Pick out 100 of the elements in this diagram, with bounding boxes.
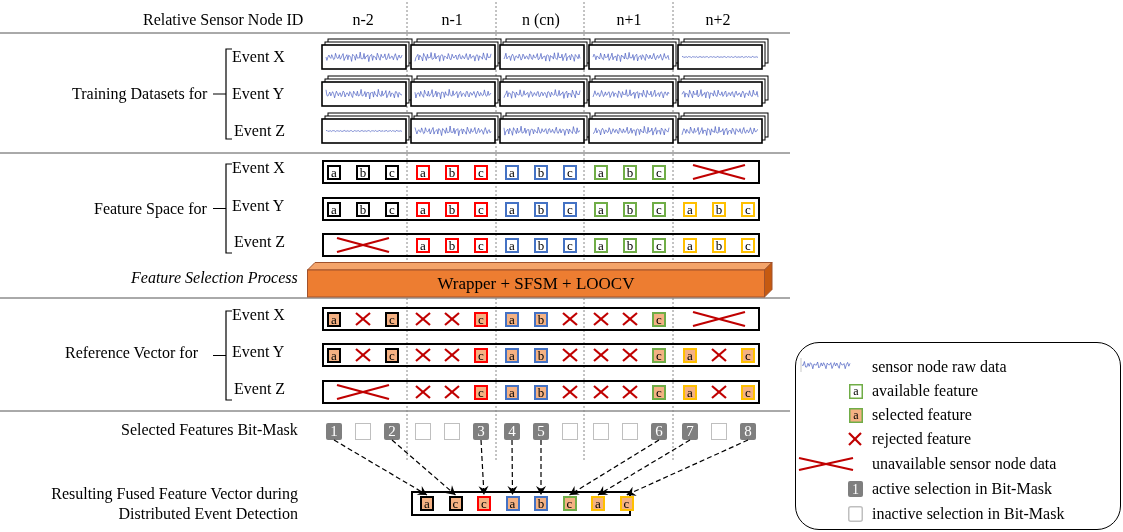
feature-vector-row: [322, 197, 760, 221]
event-label: Event Y: [232, 197, 285, 215]
feature-box: b: [445, 201, 459, 217]
feature-vector-row: [322, 343, 760, 367]
selected-feature-box: a: [505, 384, 519, 400]
feature-vector-row: [322, 160, 760, 184]
feature-box: c: [652, 201, 666, 217]
feature-box: a: [594, 164, 608, 180]
selected-feature-box: c: [652, 311, 666, 327]
feature-box: b: [534, 201, 548, 217]
feature-box: c: [385, 164, 399, 180]
event-label: Event Z: [234, 233, 286, 251]
selected-feature-box: a: [505, 311, 519, 327]
feature-box: a: [683, 237, 697, 253]
selected-feature-box: c: [741, 384, 755, 400]
selected-feature-box: c: [652, 347, 666, 363]
selected-feature-box: b: [534, 384, 548, 400]
inactive-mask-bit: [711, 423, 727, 440]
inactive-mask-bit: [415, 423, 431, 440]
selected-feature-box: a: [505, 496, 520, 511]
feature-box: a: [505, 164, 519, 180]
arrow: [507, 439, 518, 496]
arrow: [391, 439, 457, 496]
inactive-mask-bit: [562, 423, 578, 440]
feature-box: b: [623, 201, 637, 217]
feature-box: c: [474, 237, 488, 253]
active-mask-bit: 5: [533, 423, 549, 440]
column-header: n+2: [705, 11, 731, 29]
feature-box: c: [474, 201, 488, 217]
event-label: Event Z: [234, 122, 286, 140]
event-label: Event X: [232, 48, 285, 66]
event-label: Event X: [232, 159, 285, 177]
selected-feature-box: b: [534, 347, 548, 363]
arrow: [568, 439, 660, 496]
event-label: Event X: [232, 306, 285, 324]
row-label: Resulting Fused Feature Vector during Distributed Event Detection: [50, 484, 298, 524]
event-label: Event Z: [234, 380, 286, 398]
feature-box: b: [534, 237, 548, 253]
feature-box: b: [534, 164, 548, 180]
feature-box: c: [741, 237, 755, 253]
legend-label: active selection in Bit-Mask: [872, 479, 1052, 499]
selected-feature-box: c: [562, 496, 577, 511]
feature-box: b: [712, 237, 726, 253]
selected-feature-box: c: [474, 311, 488, 327]
feature-box: b: [445, 164, 459, 180]
feature-box: c: [385, 201, 399, 217]
feature-box: c: [474, 164, 488, 180]
active-mask-bit: 3: [473, 423, 489, 440]
row-label: Selected Features Bit-Mask: [121, 421, 298, 439]
column-header: n+1: [616, 11, 642, 29]
selected-feature-box: a: [420, 496, 434, 511]
feature-vector-row: [322, 307, 760, 331]
selected-feature-box: a: [327, 347, 341, 363]
feature-box: a: [594, 201, 608, 217]
feature-box: a: [416, 237, 430, 253]
selected-feature-box: c: [619, 496, 634, 511]
feature-box: c: [652, 164, 666, 180]
inactive-mask-bit: [622, 423, 638, 440]
selected-feature-box: a: [505, 347, 519, 363]
active-mask-bit: 4: [504, 423, 520, 440]
selected-feature-box: b: [534, 311, 548, 327]
arrow: [625, 439, 749, 496]
column-header: n (cn): [522, 11, 560, 29]
feature-box: a: [594, 237, 608, 253]
feature-vector-row: [322, 233, 760, 257]
feature-vector-row: [322, 380, 760, 404]
inactive-mask-bit: [355, 423, 371, 440]
feature-box: b: [712, 201, 726, 217]
feature-box: b: [623, 237, 637, 253]
row-label: Training Datasets for: [72, 85, 208, 103]
arrow: [478, 439, 489, 496]
feature-box: c: [563, 164, 577, 180]
event-label: Event Y: [232, 85, 285, 103]
feature-box: c: [563, 201, 577, 217]
legend-label: rejected feature: [872, 429, 972, 449]
feature-box: b: [356, 201, 370, 217]
fused-vector-row: [411, 491, 631, 516]
feature-box: b: [445, 237, 459, 253]
selected-feature-box: b: [534, 496, 548, 511]
active-mask-bit: 1: [326, 423, 342, 440]
feature-box: a: [327, 164, 341, 180]
selected-feature-box: a: [591, 496, 605, 511]
column-header: n-2: [352, 11, 374, 29]
legend-label: available feature: [872, 381, 979, 401]
inactive-mask-bit: [593, 423, 609, 440]
selected-feature-box: c: [652, 384, 666, 400]
selected-feature-box: c: [477, 496, 491, 511]
axis-title: Relative Sensor Node ID: [143, 11, 304, 29]
selected-feature-box: c: [474, 347, 488, 363]
legend-label: unavailable sensor node data: [872, 454, 1057, 474]
feature-box: c: [652, 237, 666, 253]
legend-label: sensor node raw data: [872, 357, 1007, 377]
selected-feature-icon: a: [849, 408, 863, 423]
selected-feature-box: a: [683, 384, 697, 400]
active-mask-bit: 2: [384, 423, 400, 440]
active-mask-bit: 8: [740, 423, 756, 440]
feature-box: a: [416, 201, 430, 217]
feature-box: a: [416, 164, 430, 180]
selected-feature-box: a: [327, 311, 341, 327]
arrow: [597, 439, 691, 496]
